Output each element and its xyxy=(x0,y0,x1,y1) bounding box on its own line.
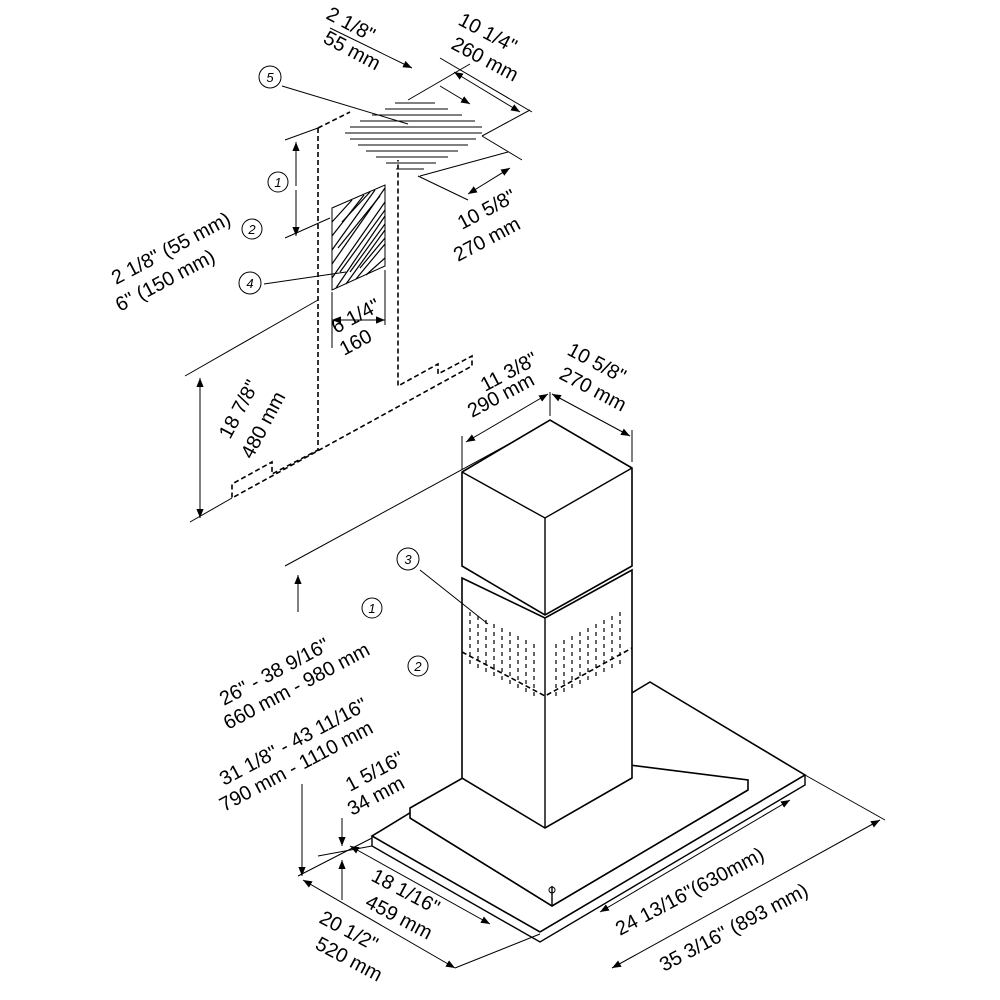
callout-5: 5 xyxy=(258,65,282,89)
svg-text:1: 1 xyxy=(368,601,375,616)
hood-dimension-lines xyxy=(284,392,886,969)
callout-1-height: 1 xyxy=(361,597,383,619)
vent-grille xyxy=(345,102,482,170)
top-dimension-lines xyxy=(184,27,533,523)
chimney-vent-slots xyxy=(469,612,621,700)
ceiling-bracket xyxy=(231,102,482,500)
svg-text:3: 3 xyxy=(404,552,412,567)
callout-1-side: 1 xyxy=(267,171,289,193)
bracket-dashed-outline xyxy=(231,128,473,500)
svg-text:1: 1 xyxy=(274,175,281,190)
callout-3: 3 xyxy=(396,547,420,571)
hatched-mount-area xyxy=(331,184,386,291)
callout-2-side: 2 xyxy=(241,218,263,240)
callout-2-height: 2 xyxy=(407,655,429,677)
range-hood xyxy=(370,419,807,943)
svg-text:2: 2 xyxy=(247,222,256,237)
svg-text:5: 5 xyxy=(266,70,274,85)
svg-text:4: 4 xyxy=(246,276,253,291)
callout-4: 4 xyxy=(238,271,262,295)
svg-text:2: 2 xyxy=(413,659,422,674)
callout-leaders xyxy=(263,85,489,625)
